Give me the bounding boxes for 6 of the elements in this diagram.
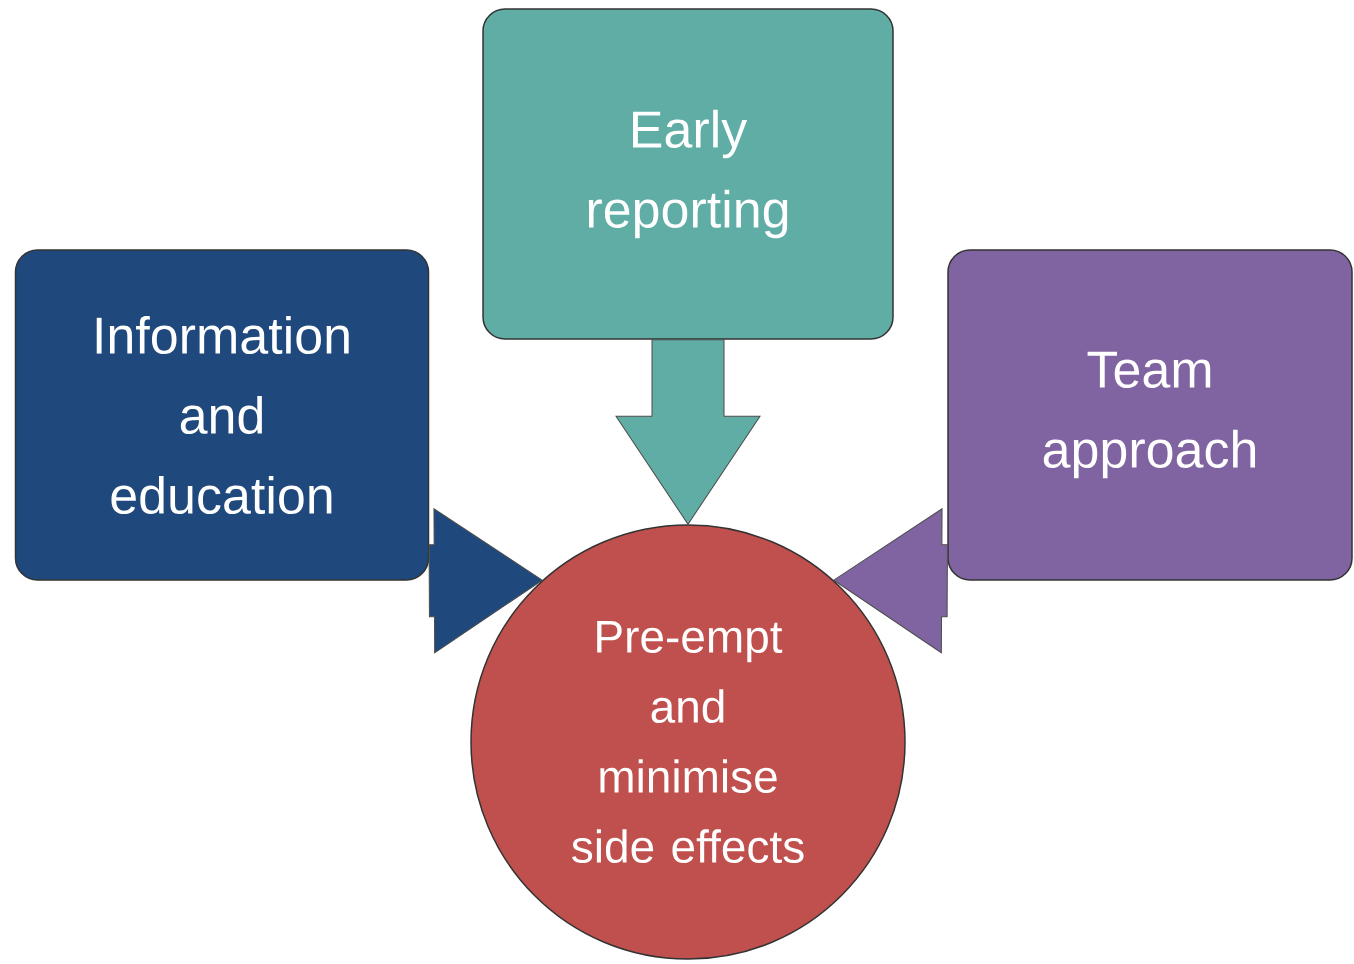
process-box: Information and education	[14, 249, 430, 581]
process-box: Team approach	[947, 249, 1353, 581]
process-box: Early reporting	[482, 8, 894, 340]
block-arrow	[428, 508, 543, 654]
block-arrow	[833, 508, 948, 654]
block-arrow	[615, 339, 761, 525]
